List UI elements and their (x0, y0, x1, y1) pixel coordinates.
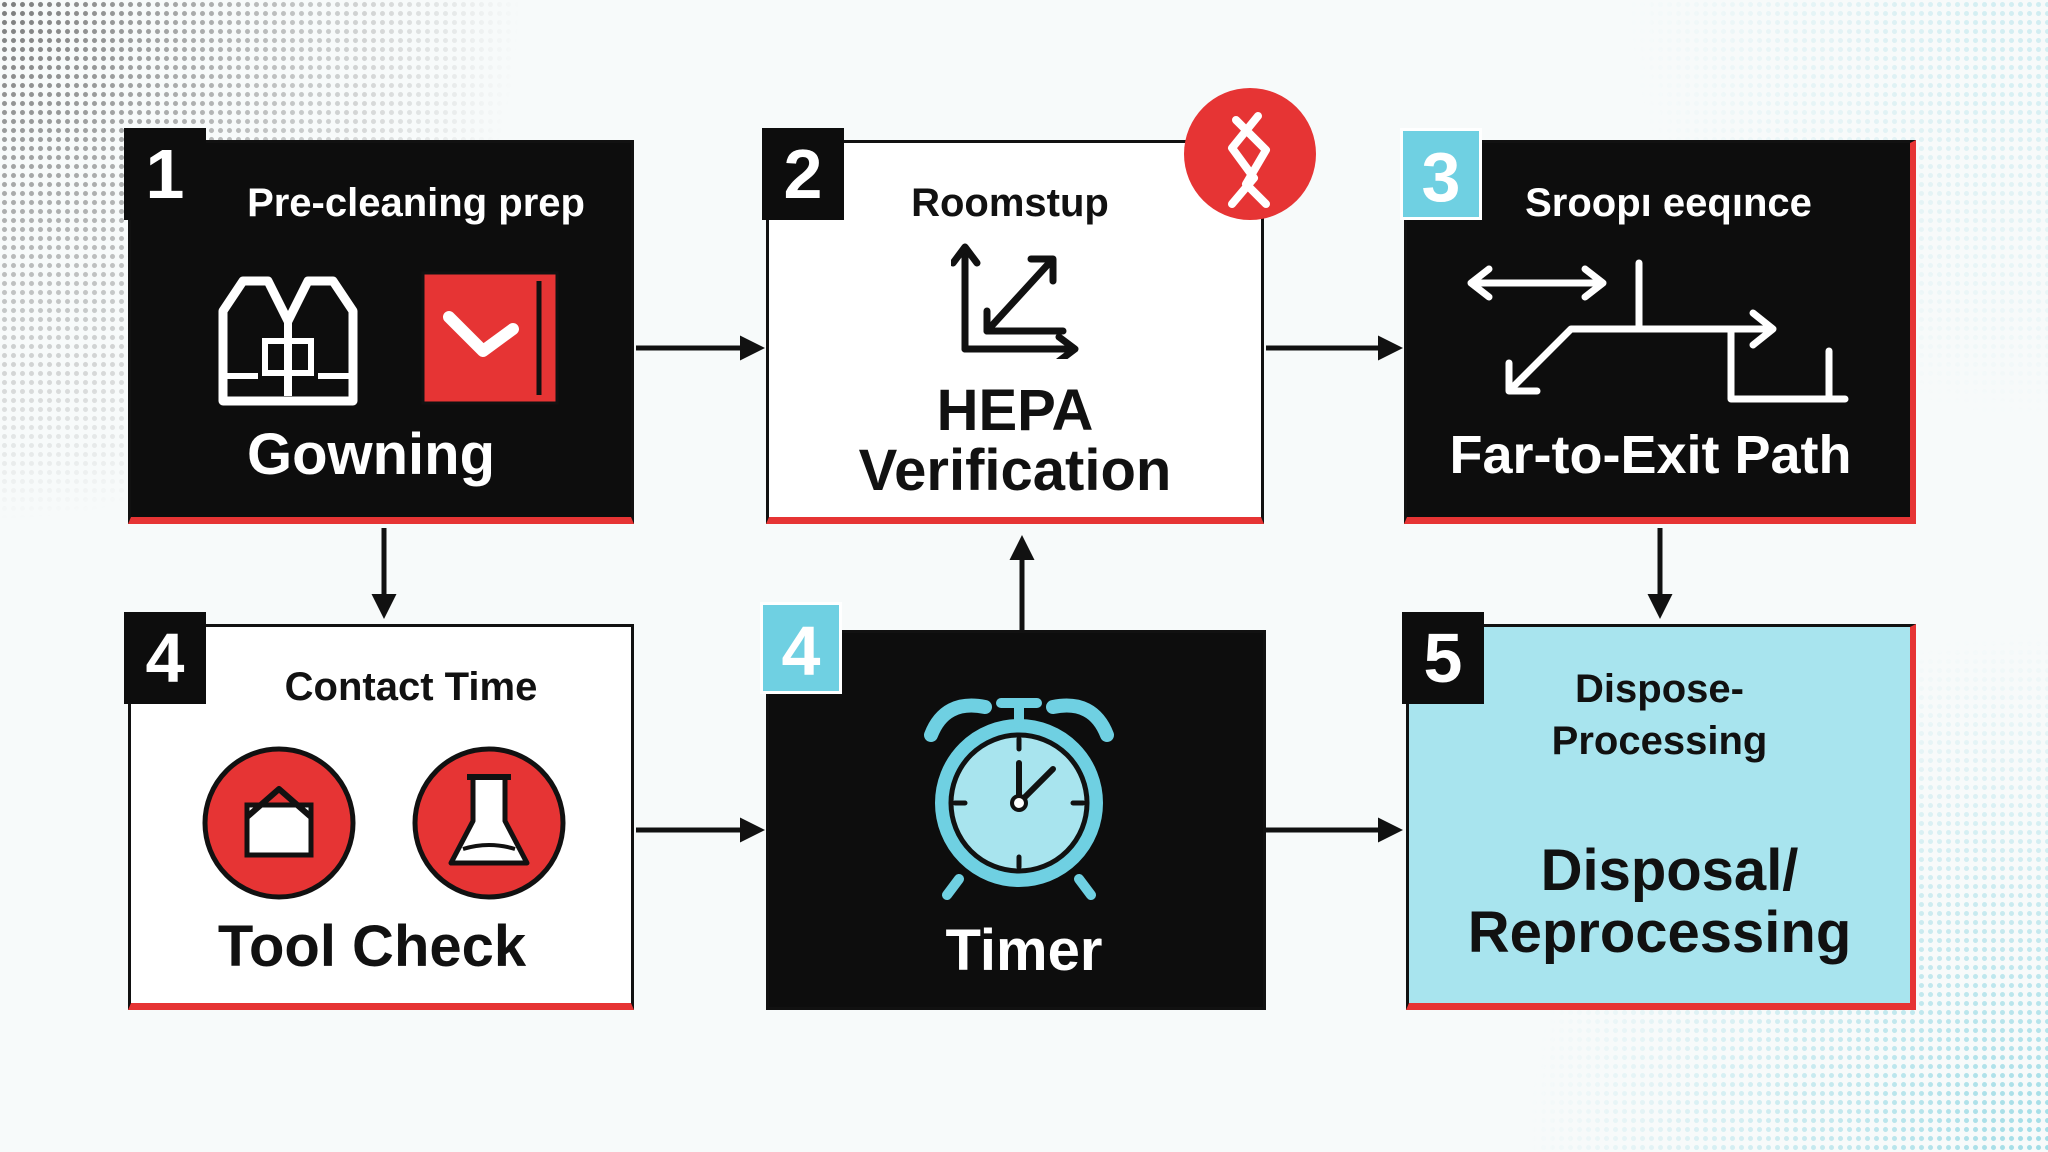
airflow-arrows-icon (951, 243, 1079, 359)
step-timer-badge: 4 (760, 602, 842, 694)
step-1-badge: 1 (124, 128, 206, 220)
step-card-1: Pre-cleaning prep Gowning (128, 140, 634, 524)
step-3-title: Sroopı eeqınce (1525, 181, 1812, 225)
step-1-label: Gowning (246, 422, 496, 487)
step-timer-label: Timer (945, 918, 1103, 983)
step-1-title: Pre-cleaning prep (247, 181, 585, 225)
alarm-clock-icon (924, 698, 1114, 900)
step-5-label-line2: Reprocessing (1467, 900, 1852, 965)
step-4-badge: 4 (124, 612, 206, 704)
gown-icon (218, 276, 358, 406)
step-5-title-line2: Processing (1551, 719, 1768, 763)
step-card-2: Roomstup HEPA Verification (766, 140, 1264, 524)
step-5-label-line1: Disposal/ (1540, 838, 1799, 903)
step-2-badge: 2 (762, 128, 844, 220)
step-card-3: Sroopı eeqınce Far-to-Exit Path (1404, 140, 1916, 524)
step-4-title: Contact Time (284, 665, 538, 709)
flask-icon (412, 746, 566, 900)
step-card-4: Contact Time Tool Check (128, 624, 634, 1010)
checkbox-check-icon (421, 271, 559, 405)
step-5-title-line1: Dispose- (1575, 667, 1744, 711)
alert-badge-icon (1184, 88, 1316, 220)
step-5-badge: 5 (1402, 612, 1484, 704)
step-card-5: Dispose- Processing Disposal/ Reprocessi… (1406, 624, 1916, 1010)
step-2-title: Roomstup (911, 181, 1109, 225)
step-3-label: Far-to-Exit Path (1449, 425, 1852, 485)
step-4-label: Tool Check (217, 914, 527, 979)
path-arrows-icon (1467, 259, 1849, 403)
step-3-badge: 3 (1400, 128, 1482, 220)
step-2-label-line2: Verification (858, 438, 1172, 503)
step-card-timer: Timer (766, 630, 1266, 1010)
container-icon (202, 746, 356, 900)
step-2-label-line1: HEPA (936, 378, 1094, 443)
